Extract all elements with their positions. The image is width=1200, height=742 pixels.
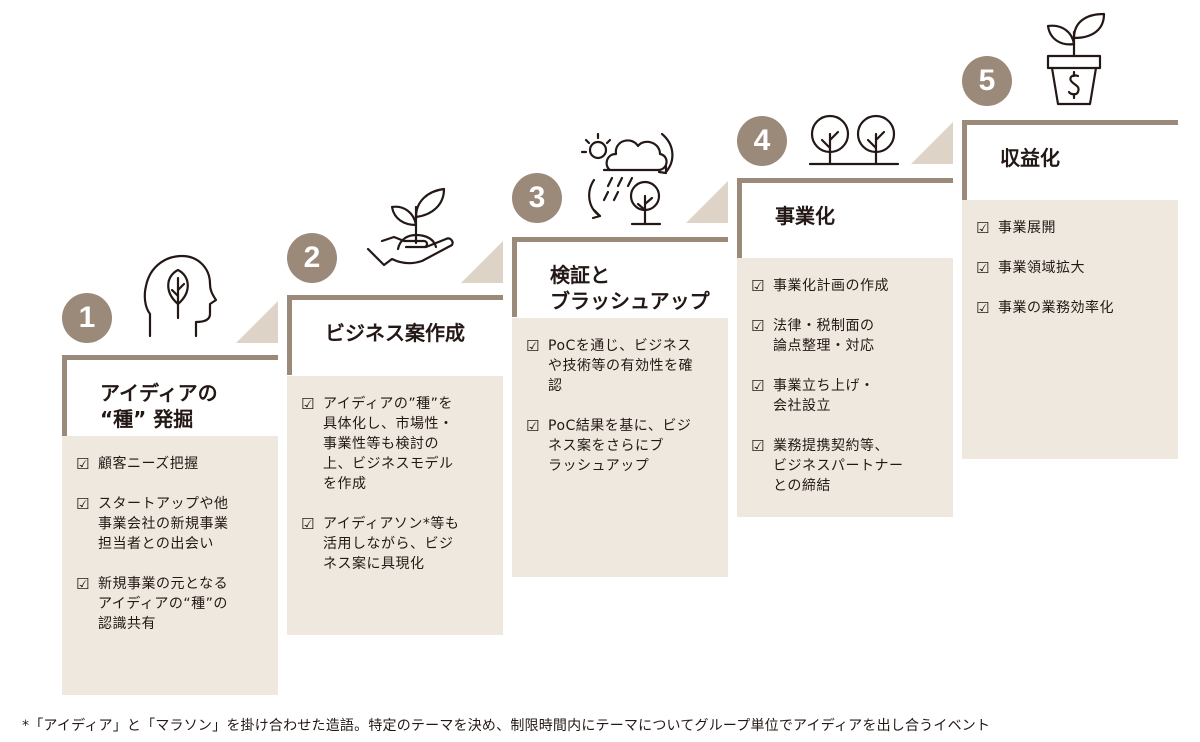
step-number-badge: 1 xyxy=(62,293,112,343)
step-number-badge: 3 xyxy=(512,173,562,223)
list-item: ☑新規事業の元となる アイディアの“種”の 認識共有 xyxy=(76,575,229,632)
step-body: ☑PoCを通じ、ビジネス や技術等の有効性を確 認 ☑PoC結果を基に、ビジ ネ… xyxy=(512,318,728,577)
step-body: ☑事業展開 ☑事業領域拡大 ☑事業の業務効率化 xyxy=(962,200,1178,459)
weather-tree-icon xyxy=(578,126,682,226)
checkbox-icon: ☑ xyxy=(976,259,990,277)
step-number-badge: 4 xyxy=(737,116,787,166)
list-item: ☑顧客ニーズ把握 xyxy=(76,455,199,473)
list-item: ☑業務提携契約等、 ビジネスパートナー との締結 xyxy=(751,437,904,494)
step-header xyxy=(287,295,503,375)
step-header xyxy=(512,237,728,317)
checkbox-icon: ☑ xyxy=(751,377,765,395)
step-title: ビジネス案作成 xyxy=(325,321,465,345)
checkbox-icon: ☑ xyxy=(976,299,990,317)
hand-sprout-icon xyxy=(364,183,460,283)
list-item: ☑スタートアップや他 事業会社の新規事業 担当者との出会い xyxy=(76,495,229,552)
step-title: 事業化 xyxy=(775,204,835,228)
step-header xyxy=(62,355,278,440)
head-leaf-icon xyxy=(140,252,220,338)
step-header xyxy=(962,120,1178,200)
step-title: アイディアの “種” 発掘 xyxy=(100,381,218,431)
list-item: ☑事業領域拡大 xyxy=(976,259,1085,277)
checkbox-icon: ☑ xyxy=(751,317,765,335)
list-item: ☑法律・税制面の 論点整理・対応 xyxy=(751,317,875,354)
step-number-badge: 2 xyxy=(287,233,337,283)
step-corner-triangle xyxy=(911,122,953,164)
step-number-badge: 5 xyxy=(962,56,1012,106)
step-title: 収益化 xyxy=(1000,146,1060,170)
list-item: ☑PoCを通じ、ビジネス や技術等の有効性を確 認 xyxy=(526,337,693,394)
step-header xyxy=(737,178,953,258)
step-body: ☑アイディアの”種”を 具体化し、市場性・ 事業性等も検討の 上、ビジネスモデル… xyxy=(287,376,503,635)
step-corner-triangle xyxy=(461,241,503,283)
step-body: ☑顧客ニーズ把握 ☑スタートアップや他 事業会社の新規事業 担当者との出会い ☑… xyxy=(62,436,278,695)
list-item: ☑事業展開 xyxy=(976,219,1056,237)
footnote: *「アイディア」と「マラソン」を掛け合わせた造語。特定のテーマを決め、制限時間内… xyxy=(22,718,991,734)
list-item: ☑アイディアの”種”を 具体化し、市場性・ 事業性等も検討の 上、ビジネスモデル… xyxy=(301,395,454,492)
list-item: ☑アイディアソン*等も 活用しながら、ビジ ネス案に具現化 xyxy=(301,515,460,572)
checkbox-icon: ☑ xyxy=(526,337,540,355)
list-item: ☑PoC結果を基に、ビジ ネス案をさらにブ ラッシュアップ xyxy=(526,417,692,474)
checkbox-icon: ☑ xyxy=(976,219,990,237)
step-title: 検証と ブラッシュアップ xyxy=(550,263,710,313)
money-plant-icon xyxy=(1032,8,1116,108)
two-trees-icon xyxy=(806,112,902,168)
checkbox-icon: ☑ xyxy=(76,495,90,513)
step-corner-triangle xyxy=(686,181,728,223)
checkbox-icon: ☑ xyxy=(526,417,540,435)
step-body: ☑事業化計画の作成 ☑法律・税制面の 論点整理・対応 ☑事業立ち上げ・ 会社設立… xyxy=(737,258,953,517)
checkbox-icon: ☑ xyxy=(751,277,765,295)
checkbox-icon: ☑ xyxy=(301,515,315,533)
checkbox-icon: ☑ xyxy=(301,395,315,413)
checkbox-icon: ☑ xyxy=(76,575,90,593)
list-item: ☑事業立ち上げ・ 会社設立 xyxy=(751,377,875,414)
checkbox-icon: ☑ xyxy=(751,437,765,455)
list-item: ☑事業の業務効率化 xyxy=(976,299,1114,317)
checkbox-icon: ☑ xyxy=(76,455,90,473)
list-item: ☑事業化計画の作成 xyxy=(751,277,889,295)
step-corner-triangle xyxy=(236,301,278,343)
